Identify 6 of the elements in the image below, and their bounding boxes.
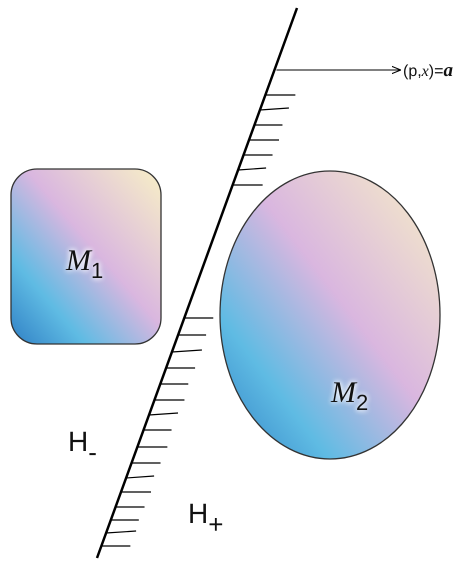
set-ellipse bbox=[219, 170, 441, 460]
set-rounded-box bbox=[10, 168, 162, 345]
set-label: M$_{1}$ bbox=[66, 246, 104, 282]
hyperplane-equation: (p,x)=a bbox=[403, 60, 453, 82]
arrow bbox=[276, 66, 402, 74]
set-label: M$_{2}$ bbox=[331, 378, 368, 414]
